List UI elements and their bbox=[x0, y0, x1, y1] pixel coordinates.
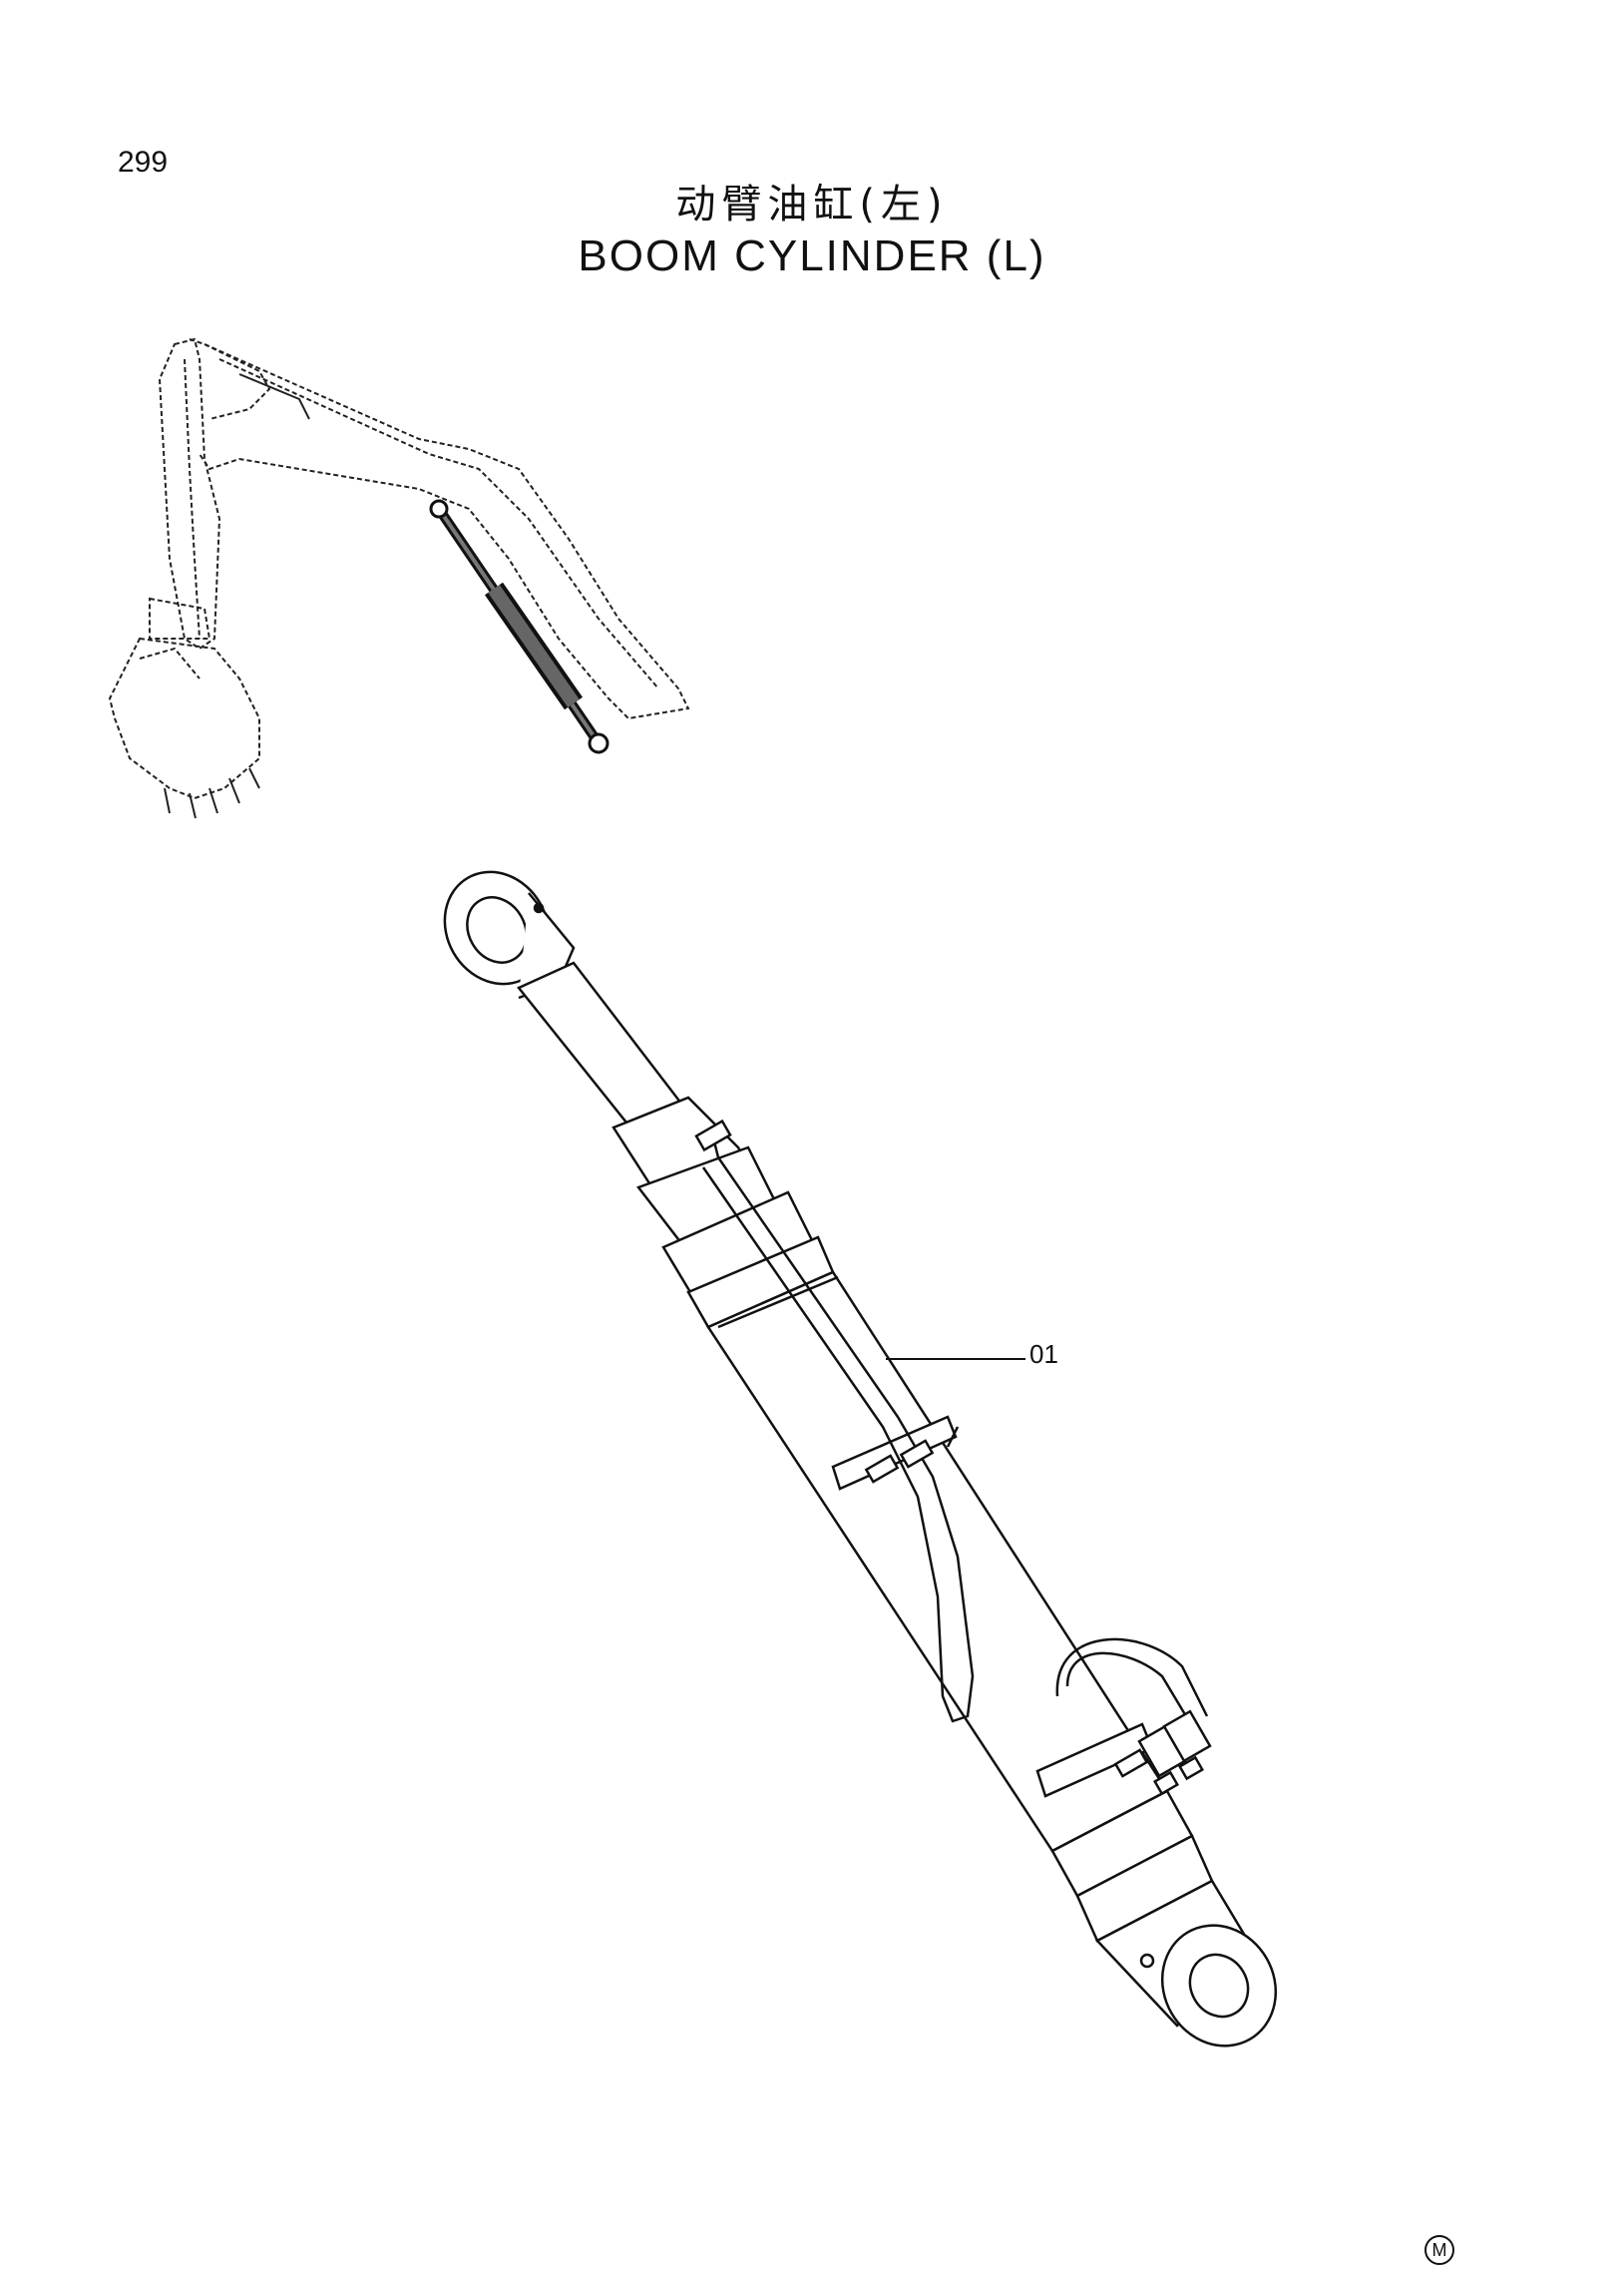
boom-cylinder-assembly bbox=[443, 870, 1278, 2047]
overview-boom-cylinder-highlight bbox=[429, 499, 609, 754]
title-chinese: 动臂油缸(左) bbox=[675, 182, 949, 227]
excavator-overview bbox=[108, 337, 690, 819]
page-number: 299 bbox=[118, 146, 169, 179]
hydraulic-pipe bbox=[694, 1119, 975, 1723]
corner-mark: M bbox=[1424, 2235, 1454, 2265]
hose-fittings bbox=[1055, 1637, 1212, 1796]
callout-label-01: 01 bbox=[1029, 1339, 1058, 1369]
title-english: BOOM CYLINDER (L) bbox=[578, 231, 1046, 280]
